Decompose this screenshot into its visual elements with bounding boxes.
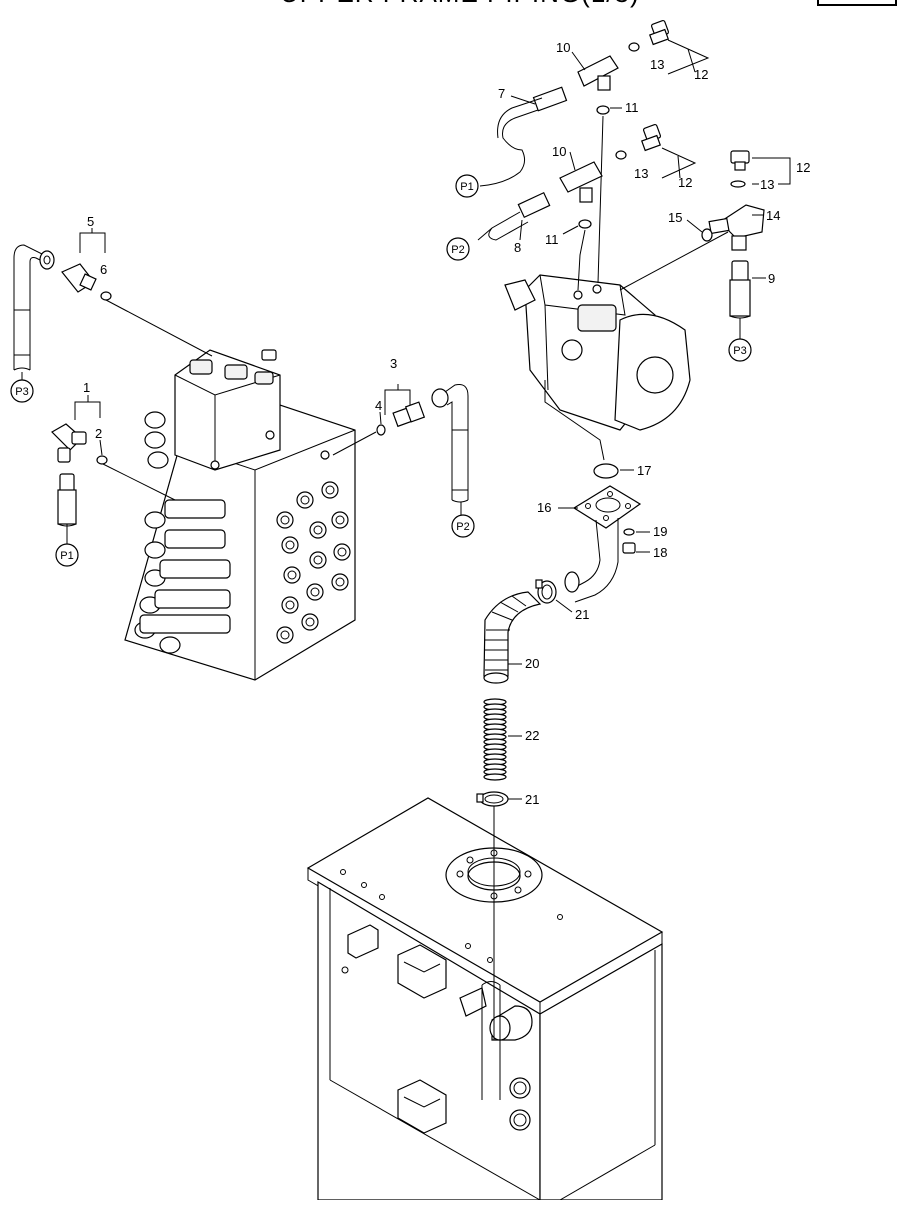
label-21-top: 21 [575, 607, 589, 622]
port-label-p2-top: P2 [451, 244, 464, 256]
label-17: 17 [637, 463, 651, 478]
port-marker-p1-left: P1 [55, 543, 79, 567]
label-2: 2 [95, 426, 102, 441]
port-marker-p2-center: P2 [451, 514, 475, 538]
hose-p3-left [13, 244, 55, 371]
page-title: UPPER FRAME PIPING(1/3) [280, 0, 640, 9]
leader-14-pump [619, 231, 729, 291]
label-13-top: 13 [650, 57, 664, 72]
hose-9 [729, 260, 751, 340]
leader-6-valve [105, 299, 213, 357]
hose-8 [477, 191, 551, 241]
pump-suction-leader [544, 380, 605, 461]
port-label-p3-right: P3 [733, 345, 746, 357]
port-marker-p2-top: P2 [446, 237, 470, 261]
label-13-mid: 13 [634, 166, 648, 181]
spring-22 [483, 698, 507, 781]
leader-11-pump [597, 115, 604, 284]
hydraulic-pump [504, 274, 691, 431]
port-label-p2-center: P2 [456, 521, 469, 533]
label-12-top: 12 [694, 67, 708, 82]
part-number-labels: 1 2 3 4 5 6 7 8 9 10 10 11 11 12 12 12 1… [83, 40, 810, 807]
hose-p2-center [431, 384, 469, 515]
control-valve-assembly [124, 349, 356, 681]
port-label-p1-left: P1 [60, 550, 73, 562]
tee-fitting-10-top [577, 19, 670, 115]
label-14: 14 [766, 208, 780, 223]
leader-11b-pump [577, 229, 586, 291]
hose-clamp-21-bottom [476, 791, 509, 807]
bracket-12-13-right [752, 157, 791, 185]
label-8: 8 [514, 240, 521, 255]
bracket-5-6 [79, 232, 106, 253]
label-6: 6 [100, 262, 107, 277]
label-19: 19 [653, 524, 667, 539]
label-11-top: 11 [625, 100, 639, 115]
tee-fitting-10-mid [559, 123, 662, 229]
hydraulic-tank [306, 797, 664, 1201]
bracket-12-13-top [667, 39, 710, 75]
o-ring-17 [593, 463, 619, 479]
tee-fitting-14 [701, 204, 765, 251]
label-21-bottom: 21 [525, 792, 539, 807]
label-leaders [99, 51, 766, 800]
label-20: 20 [525, 656, 539, 671]
suction-hose-20 [483, 591, 542, 684]
bolt-12-right [730, 150, 750, 188]
bolt-18-washer-19 [622, 528, 636, 554]
port-marker-p3-left: P3 [10, 372, 34, 403]
hose-clamp-21-top [535, 579, 557, 604]
label-13-right: 13 [760, 177, 774, 192]
leader-4-valve [332, 431, 377, 456]
elbow-fitting-1 [51, 423, 108, 465]
spring-coil [483, 773, 507, 781]
label-5: 5 [87, 214, 94, 229]
label-9: 9 [768, 271, 775, 286]
fitting-3 [376, 401, 426, 436]
label-15: 15 [668, 210, 682, 225]
label-3: 3 [390, 356, 397, 371]
label-16: 16 [537, 500, 551, 515]
label-11-mid: 11 [545, 232, 559, 247]
label-22: 22 [525, 728, 539, 743]
label-12-mid: 12 [678, 175, 692, 190]
bracket-1-2 [74, 401, 101, 420]
label-10-top: 10 [556, 40, 570, 55]
port-label-p3-left: P3 [15, 386, 28, 398]
label-18: 18 [653, 545, 667, 560]
label-4: 4 [375, 398, 382, 413]
flange-16 [564, 485, 642, 603]
hose-p1-left [57, 473, 77, 545]
label-7: 7 [498, 86, 505, 101]
port-label-p1-top: P1 [460, 181, 473, 193]
page-number-box [817, 0, 897, 6]
label-1: 1 [83, 380, 90, 395]
port-marker-p3-right: P3 [728, 338, 752, 362]
label-10-mid: 10 [552, 144, 566, 159]
hose-7 [479, 86, 568, 187]
leader-2-valve [102, 463, 176, 501]
label-12-right: 12 [796, 160, 810, 175]
port-marker-p1-top: P1 [455, 174, 479, 198]
fitting-5 [61, 263, 112, 301]
bracket-12-13-mid [661, 147, 697, 179]
